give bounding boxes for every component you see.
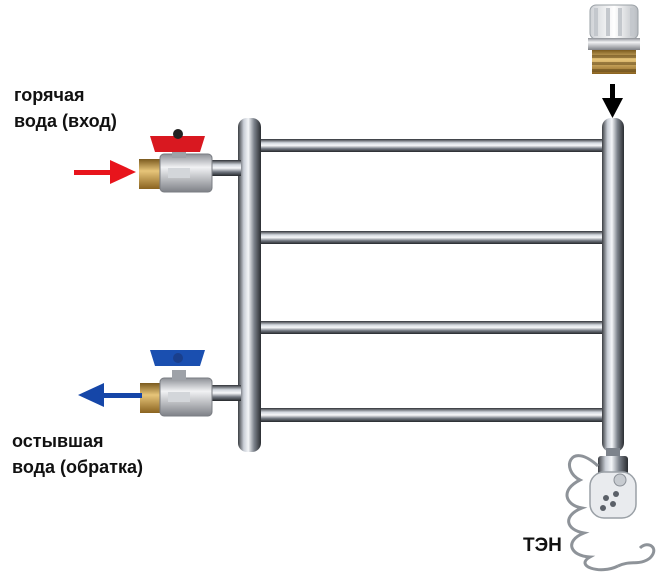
hot-water-valve-icon — [139, 129, 213, 193]
heater-label: ТЭН — [523, 535, 562, 556]
air-vent-cap-icon — [588, 4, 640, 74]
hot-inlet-arrow — [74, 160, 136, 184]
right-post — [602, 118, 624, 452]
inlet-stub — [209, 160, 241, 176]
rail-rungs — [250, 139, 612, 422]
hot-water-inlet-label: горячая вода (вход) — [14, 82, 117, 134]
outlet-stub — [209, 385, 241, 401]
left-post — [238, 118, 261, 452]
rung-4 — [250, 408, 612, 422]
vent-down-arrow — [602, 84, 623, 118]
rung-2 — [250, 231, 612, 244]
cold-label-line-1: остывшая — [12, 431, 104, 451]
coiled-cable-icon — [565, 454, 656, 572]
rung-3 — [250, 321, 612, 334]
cold-label-line-2: вода (обратка) — [12, 457, 143, 477]
hot-label-line-2: вода (вход) — [14, 111, 117, 131]
hot-label-line-1: горячая — [14, 85, 85, 105]
rung-1 — [250, 139, 612, 152]
return-outlet-arrow — [78, 383, 142, 407]
return-water-valve-icon — [140, 350, 213, 417]
heating-element-icon — [589, 448, 637, 519]
return-water-label: остывшая вода (обратка) — [12, 428, 143, 480]
